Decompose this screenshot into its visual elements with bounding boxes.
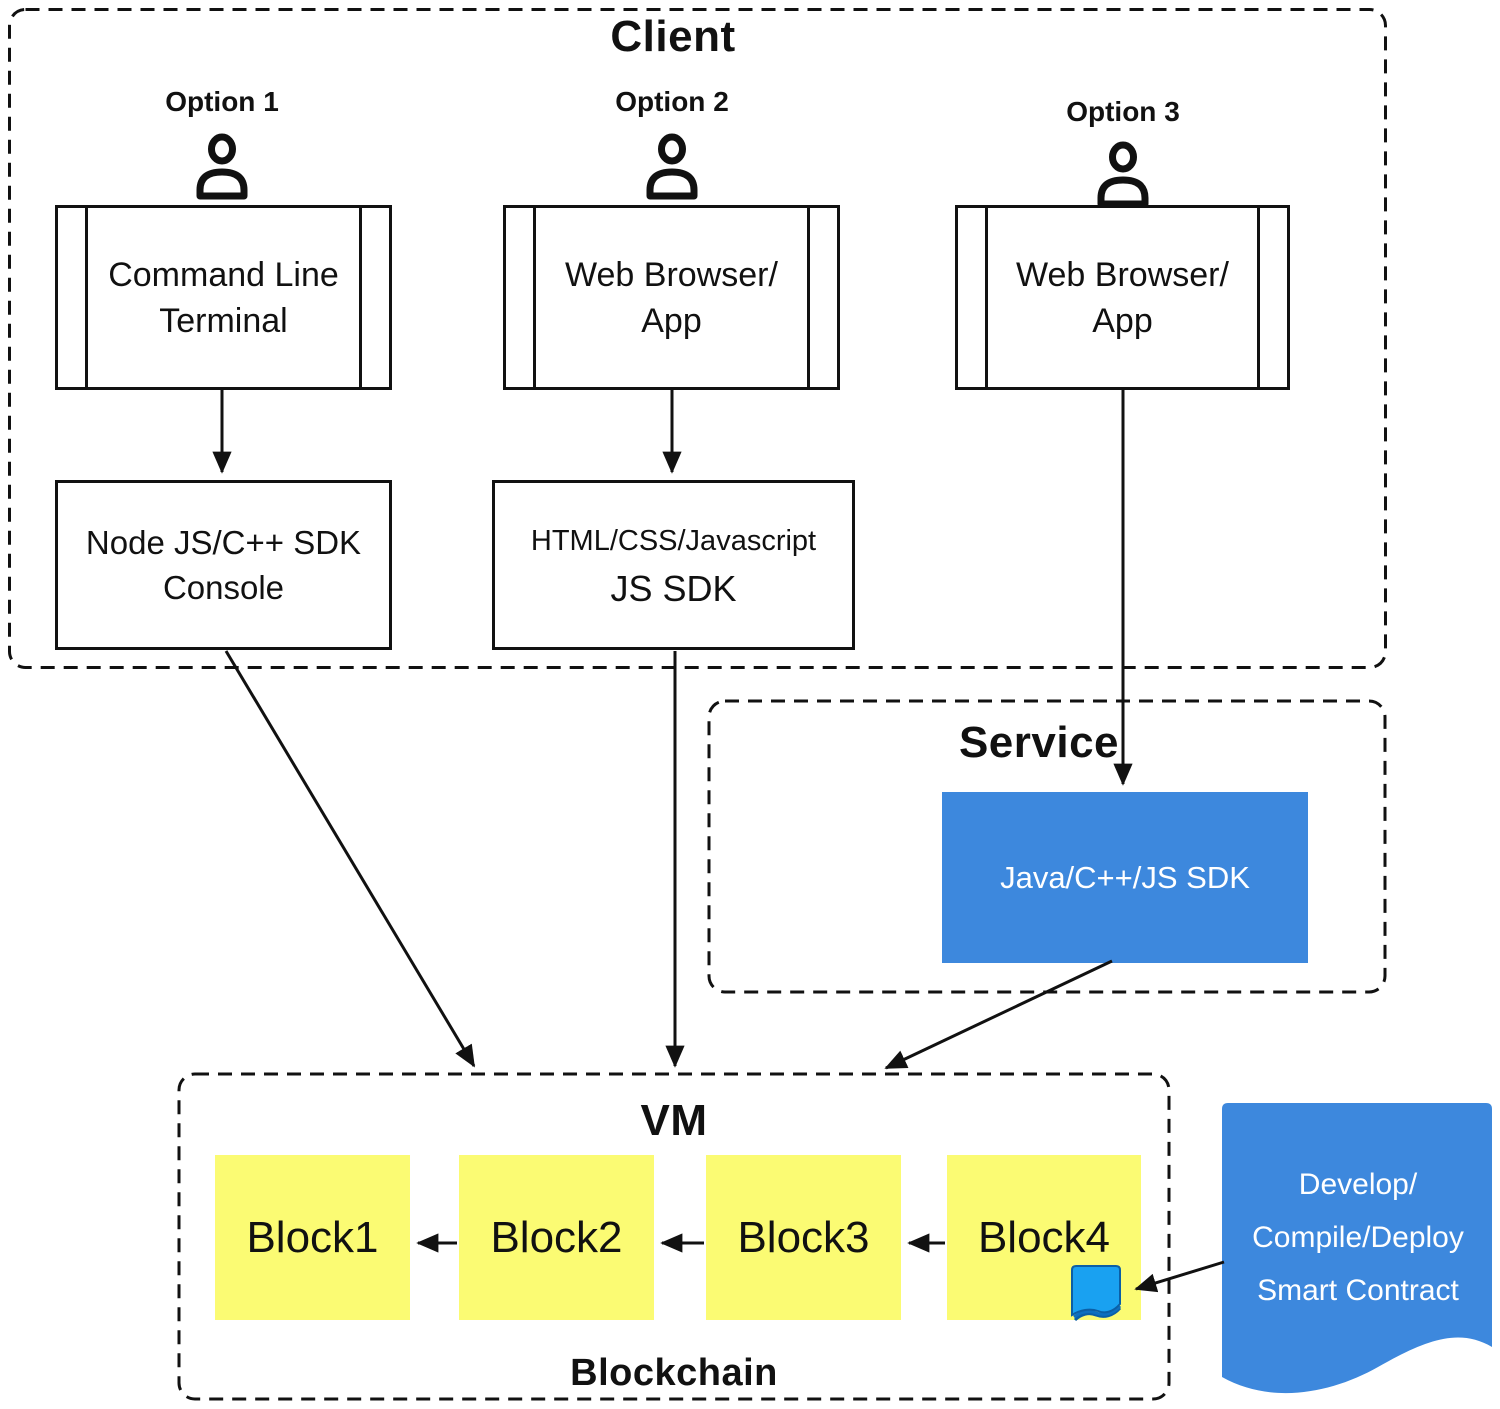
js-sdk-box-label: HTML/CSS/Javascript JS SDK [530, 525, 817, 609]
terminal-box-label: Command Line Terminal [108, 255, 339, 340]
option-3-label: Option 3 [1066, 96, 1180, 127]
terminal-box: Command Line Terminal [55, 205, 392, 390]
blockchain-label: Blockchain [570, 1352, 778, 1394]
option-2-label: Option 2 [615, 86, 729, 117]
option-1-label: Option 1 [165, 86, 279, 117]
client-title: Client [610, 12, 736, 61]
block-1: Block1 [215, 1155, 410, 1320]
block-2: Block2 [459, 1155, 654, 1320]
vm-title: VM [640, 1096, 708, 1145]
contract-icon [1071, 1265, 1122, 1322]
web-browser-box-option2: Web Browser/ App [503, 205, 840, 390]
smart-contract-note-label: Develop/ Compile/Deploy Smart Contract [1252, 1168, 1464, 1307]
service-title: Service [958, 718, 1120, 767]
service-sdk-box: Java/C++/JS SDK [942, 792, 1308, 963]
web-browser-box-label: Web Browser/ App [1016, 255, 1229, 340]
person-icon [646, 133, 698, 200]
web-browser-box-option3: Web Browser/ App [955, 205, 1290, 390]
arrow-note-to-contract-icon [1134, 1260, 1225, 1293]
person-icon [1097, 141, 1149, 208]
arrow-node-sdk-to-vm [224, 650, 476, 1068]
web-browser-box-label: Web Browser/ App [565, 255, 778, 340]
arrow-service-sdk-to-vm [884, 959, 1113, 1070]
js-sdk-box: HTML/CSS/Javascript JS SDK [492, 480, 855, 650]
node-sdk-console-box: Node JS/C++ SDK Console [55, 480, 392, 650]
smart-contract-note-shape [1222, 1103, 1492, 1394]
block-3: Block3 [706, 1155, 901, 1320]
person-icon [196, 133, 248, 200]
